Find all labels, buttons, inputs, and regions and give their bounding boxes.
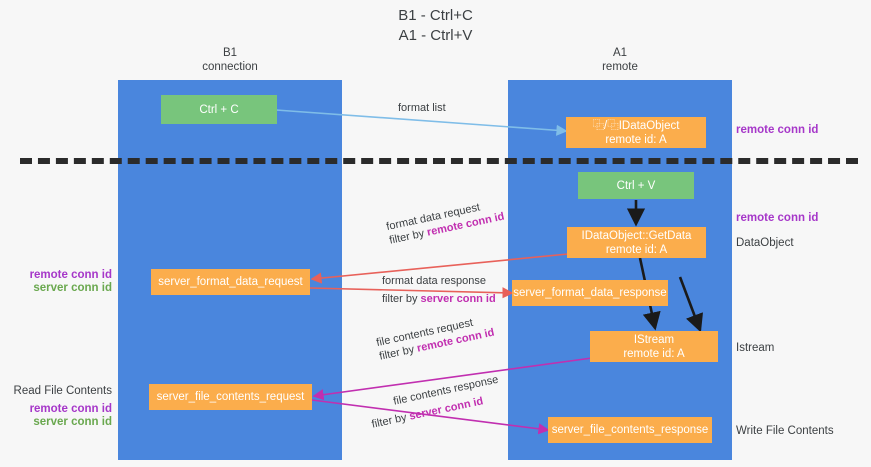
note-remote-conn-id-mid: remote conn id (736, 212, 819, 224)
edge-label-format-list-text: format list (398, 102, 446, 114)
note-read-file-contents: Read File Contents (13, 385, 112, 397)
node-idataobject-getdata[interactable]: IDataObject::GetData remote id: A (567, 227, 706, 258)
node-istream-id: remote id: A (623, 347, 685, 360)
lane-header-a1-role: remote (602, 61, 638, 73)
node-istream[interactable]: IStream remote id: A (590, 331, 718, 362)
diagram-title: B1 - Ctrl+C A1 - Ctrl+V (0, 6, 871, 46)
note-left-server-conn-id-2: server conn id (33, 416, 112, 428)
node-server-format-data-request-label: server_format_data_request (158, 276, 303, 288)
node-idataobject-getdata-label: IDataObject::GetData (581, 229, 692, 242)
filter-value-server-conn-id-1: server conn id (420, 293, 496, 305)
lane-header-a1: A1 remote (508, 46, 732, 74)
edge-label-format-data-response-filter: filter by server conn id (382, 292, 496, 306)
node-server-file-contents-response[interactable]: server_file_contents_response (548, 417, 712, 443)
node-server-format-data-response-label: server_format_data_response (513, 287, 667, 299)
node-istream-label: IStream (633, 333, 675, 346)
node-idataobject-remote-label: ⿻/⿻IDataObject (592, 119, 680, 132)
node-idataobject-getdata-id: remote id: A (605, 243, 668, 256)
edge-label-file-contents-request: file contents request filter by remote c… (375, 312, 496, 364)
title-line-2: A1 - Ctrl+V (398, 27, 473, 44)
node-ctrl-c[interactable]: Ctrl + C (161, 95, 277, 124)
lane-header-b1-role: connection (202, 61, 258, 73)
note-data-object: DataObject (736, 237, 794, 249)
filter-prefix-2: filter by (382, 293, 421, 305)
phase-separator-dashed-line (20, 158, 858, 164)
title-line-1: B1 - Ctrl+C (398, 7, 473, 24)
node-server-file-contents-response-label: server_file_contents_response (551, 424, 709, 436)
edge-label-format-list: format list (398, 101, 446, 115)
node-ctrl-c-label: Ctrl + C (199, 103, 239, 116)
edge-label-format-data-response-text: format data response (382, 275, 486, 287)
note-left-remote-conn-id: remote conn id (29, 269, 112, 281)
filter-prefix-4: filter by (370, 410, 411, 431)
lane-header-b1: B1 connection (118, 46, 342, 74)
note-remote-conn-id-top: remote conn id (736, 124, 819, 136)
node-server-format-data-request[interactable]: server_format_data_request (151, 269, 310, 295)
note-left-remote-conn-id-2: remote conn id (29, 403, 112, 415)
node-ctrl-v-label: Ctrl + V (616, 179, 656, 192)
node-server-format-data-response[interactable]: server_format_data_response (512, 280, 668, 306)
lane-header-b1-name: B1 (222, 47, 238, 59)
edge-label-file-contents-response: file contents response filter by server … (367, 373, 504, 432)
edge-label-format-data-request: format data request filter by remote con… (385, 196, 506, 248)
note-istream: Istream (736, 342, 775, 354)
note-write-file-contents: Write File Contents (736, 425, 834, 437)
note-left-server-conn-id: server conn id (33, 282, 112, 294)
node-ctrl-v[interactable]: Ctrl + V (578, 172, 694, 199)
node-idataobject-remote[interactable]: ⿻/⿻IDataObject remote id: A (566, 117, 706, 148)
lane-header-a1-name: A1 (612, 47, 628, 59)
node-server-file-contents-request[interactable]: server_file_contents_request (149, 384, 312, 410)
node-server-file-contents-request-label: server_file_contents_request (156, 391, 305, 403)
node-idataobject-remote-id: remote id: A (605, 133, 667, 146)
edge-label-format-data-response: format data response filter by server co… (382, 274, 496, 306)
